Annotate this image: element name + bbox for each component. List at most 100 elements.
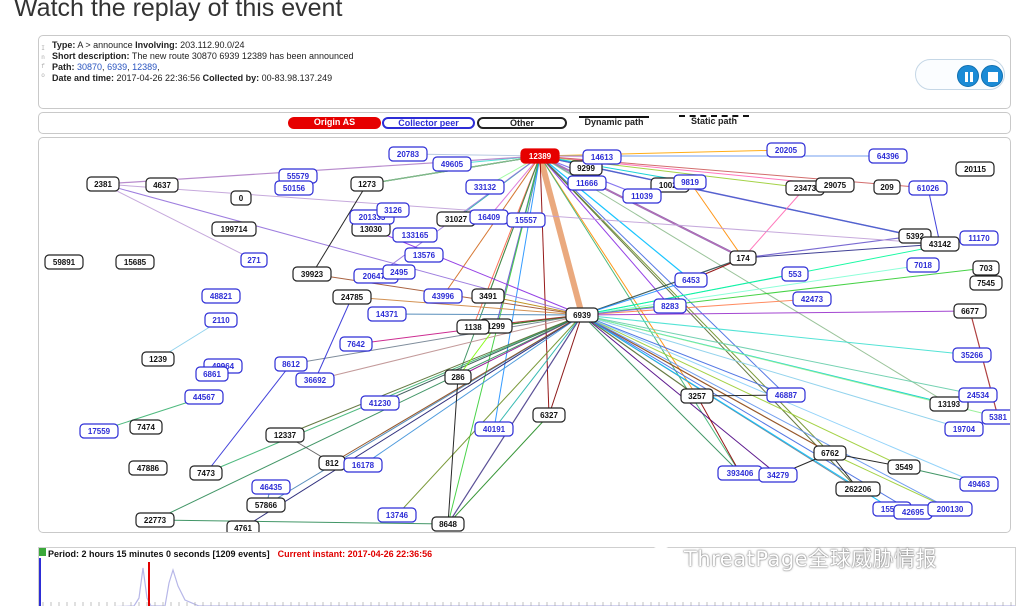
collector-peer-node[interactable]: 14613 bbox=[582, 149, 622, 165]
timeline-chart[interactable] bbox=[39, 548, 1016, 606]
as-node[interactable]: 1239 bbox=[141, 351, 175, 367]
as-node[interactable]: 6677 bbox=[953, 303, 987, 319]
as-node[interactable]: 8648 bbox=[431, 516, 465, 532]
collector-peer-node[interactable]: 16178 bbox=[343, 457, 383, 473]
collector-peer-node[interactable]: 34279 bbox=[758, 467, 798, 483]
collector-peer-node[interactable]: 6861 bbox=[195, 366, 229, 382]
collector-peer-node[interactable]: 133165 bbox=[392, 227, 438, 243]
as-node[interactable]: 3491 bbox=[471, 288, 505, 304]
collector-peer-node[interactable]: 24534 bbox=[958, 387, 998, 403]
collector-peer-node[interactable]: 20205 bbox=[766, 142, 806, 158]
as-node[interactable]: 4761 bbox=[226, 520, 260, 533]
as-node[interactable]: 6762 bbox=[813, 445, 847, 461]
as-node[interactable]: 199714 bbox=[211, 221, 257, 237]
collector-peer-node[interactable]: 46435 bbox=[251, 479, 291, 495]
collector-peer-node[interactable]: 49463 bbox=[959, 476, 999, 492]
collector-peer-node[interactable]: 48821 bbox=[201, 288, 241, 304]
as-node[interactable]: 286 bbox=[444, 369, 472, 385]
as-node[interactable]: 29075 bbox=[815, 177, 855, 193]
pause-icon[interactable] bbox=[957, 65, 979, 87]
info-tab[interactable]: I n f o bbox=[41, 45, 45, 79]
collector-peer-node[interactable]: 2495 bbox=[382, 264, 416, 280]
collector-peer-node[interactable]: 15557 bbox=[506, 212, 546, 228]
collector-peer-node[interactable]: 2110 bbox=[204, 312, 238, 328]
collector-peer-node[interactable]: 35266 bbox=[952, 347, 992, 363]
as-node[interactable]: 4637 bbox=[145, 177, 179, 193]
collector-peer-node[interactable]: 393406 bbox=[717, 465, 763, 481]
collector-peer-node[interactable]: 3126 bbox=[376, 202, 410, 218]
as-node[interactable]: 262206 bbox=[835, 481, 881, 497]
collector-peer-node[interactable]: 9819 bbox=[673, 174, 707, 190]
path-as-link[interactable]: 30870 bbox=[77, 62, 103, 72]
as-node[interactable]: 703 bbox=[972, 260, 1000, 276]
as-node[interactable]: 7474 bbox=[129, 419, 163, 435]
collector-peer-node[interactable]: 49605 bbox=[432, 156, 472, 172]
as-node[interactable]: 3549 bbox=[887, 459, 921, 475]
path-as-link[interactable]: 12389 bbox=[132, 62, 158, 72]
as-node[interactable]: 812 bbox=[318, 455, 346, 471]
as-node[interactable]: 15685 bbox=[115, 254, 155, 270]
collector-peer-node[interactable]: 42695 bbox=[893, 504, 933, 520]
stop-icon[interactable] bbox=[981, 65, 1003, 87]
timeline[interactable]: Period: 2 hours 15 minutes 0 seconds [12… bbox=[38, 547, 1016, 606]
as-node[interactable]: 23473 bbox=[785, 180, 825, 196]
as-node[interactable]: 43142 bbox=[920, 236, 960, 252]
collector-peer-node[interactable]: 33132 bbox=[465, 179, 505, 195]
collector-peer-node[interactable]: 271 bbox=[240, 252, 268, 268]
as-node[interactable]: 7473 bbox=[189, 465, 223, 481]
collector-peer-node[interactable]: 11039 bbox=[622, 188, 662, 204]
as-node[interactable]: 57866 bbox=[246, 497, 286, 513]
collector-peer-node[interactable]: 40191 bbox=[474, 421, 514, 437]
collector-peer-node[interactable]: 13576 bbox=[404, 247, 444, 263]
as-node[interactable]: 59891 bbox=[44, 254, 84, 270]
collector-peer-node[interactable]: 43996 bbox=[423, 288, 463, 304]
as-node[interactable]: 13193 bbox=[929, 396, 969, 412]
collector-peer-node[interactable]: 41230 bbox=[360, 395, 400, 411]
as-node[interactable]: 6327 bbox=[532, 407, 566, 423]
collector-peer-node[interactable]: 20783 bbox=[388, 146, 428, 162]
as-node[interactable]: 24785 bbox=[332, 289, 372, 305]
collector-peer-node[interactable]: 8612 bbox=[274, 356, 308, 372]
as-node[interactable]: 0 bbox=[230, 190, 252, 206]
as-node[interactable]: 1273 bbox=[350, 176, 384, 192]
collector-peer-node[interactable]: 50156 bbox=[274, 180, 314, 196]
origin-as-node[interactable]: 12389 bbox=[520, 148, 560, 164]
collector-peer-node[interactable]: 44567 bbox=[184, 389, 224, 405]
as-node[interactable]: 12337 bbox=[265, 427, 305, 443]
collector-peer-node[interactable]: 17559 bbox=[79, 423, 119, 439]
collector-peer-node[interactable]: 7018 bbox=[906, 257, 940, 273]
as-node[interactable]: 20115 bbox=[955, 161, 995, 177]
collector-peer-node[interactable]: 6453 bbox=[674, 272, 708, 288]
collector-peer-node[interactable]: 8283 bbox=[653, 298, 687, 314]
as-node[interactable]: 209 bbox=[873, 179, 901, 195]
as-node[interactable]: 1138 bbox=[456, 319, 490, 335]
as-node[interactable]: 47886 bbox=[128, 460, 168, 476]
collector-peer-node[interactable]: 7642 bbox=[339, 336, 373, 352]
as-node[interactable]: 39923 bbox=[292, 266, 332, 282]
collector-peer-node[interactable]: 64396 bbox=[868, 148, 908, 164]
collector-peer-node[interactable]: 11666 bbox=[567, 175, 607, 191]
as-node[interactable]: 2381 bbox=[86, 176, 120, 192]
collector-peer-node[interactable]: 13746 bbox=[377, 507, 417, 523]
collector-peer-node[interactable]: 36692 bbox=[295, 372, 335, 388]
as-node[interactable]: 7545 bbox=[969, 275, 1003, 291]
path-as-link[interactable]: 6939 bbox=[107, 62, 128, 72]
graph-canvas[interactable]: 1238969391743257676212993491286632786481… bbox=[39, 138, 1011, 533]
collector-peer-node[interactable]: 19704 bbox=[944, 421, 984, 437]
collector-peer-node[interactable]: 5381 bbox=[981, 409, 1011, 425]
as-node[interactable]: 174 bbox=[729, 250, 757, 266]
as-node[interactable]: 31027 bbox=[436, 211, 476, 227]
as-node[interactable]: 3257 bbox=[680, 388, 714, 404]
as-node[interactable]: 6939 bbox=[565, 307, 599, 323]
as-node[interactable]: 22773 bbox=[135, 512, 175, 528]
collector-peer-node[interactable]: 553 bbox=[781, 266, 809, 282]
collector-peer-node[interactable]: 42473 bbox=[792, 291, 832, 307]
as-node[interactable]: 13030 bbox=[351, 221, 391, 237]
collector-peer-node[interactable]: 14371 bbox=[367, 306, 407, 322]
collector-peer-node[interactable]: 61026 bbox=[908, 180, 948, 196]
collector-peer-node[interactable]: 200130 bbox=[927, 501, 973, 517]
collector-peer-node[interactable]: 16409 bbox=[469, 209, 509, 225]
collector-peer-node[interactable]: 11170 bbox=[959, 230, 999, 246]
collector-peer-node[interactable]: 46887 bbox=[766, 387, 806, 403]
